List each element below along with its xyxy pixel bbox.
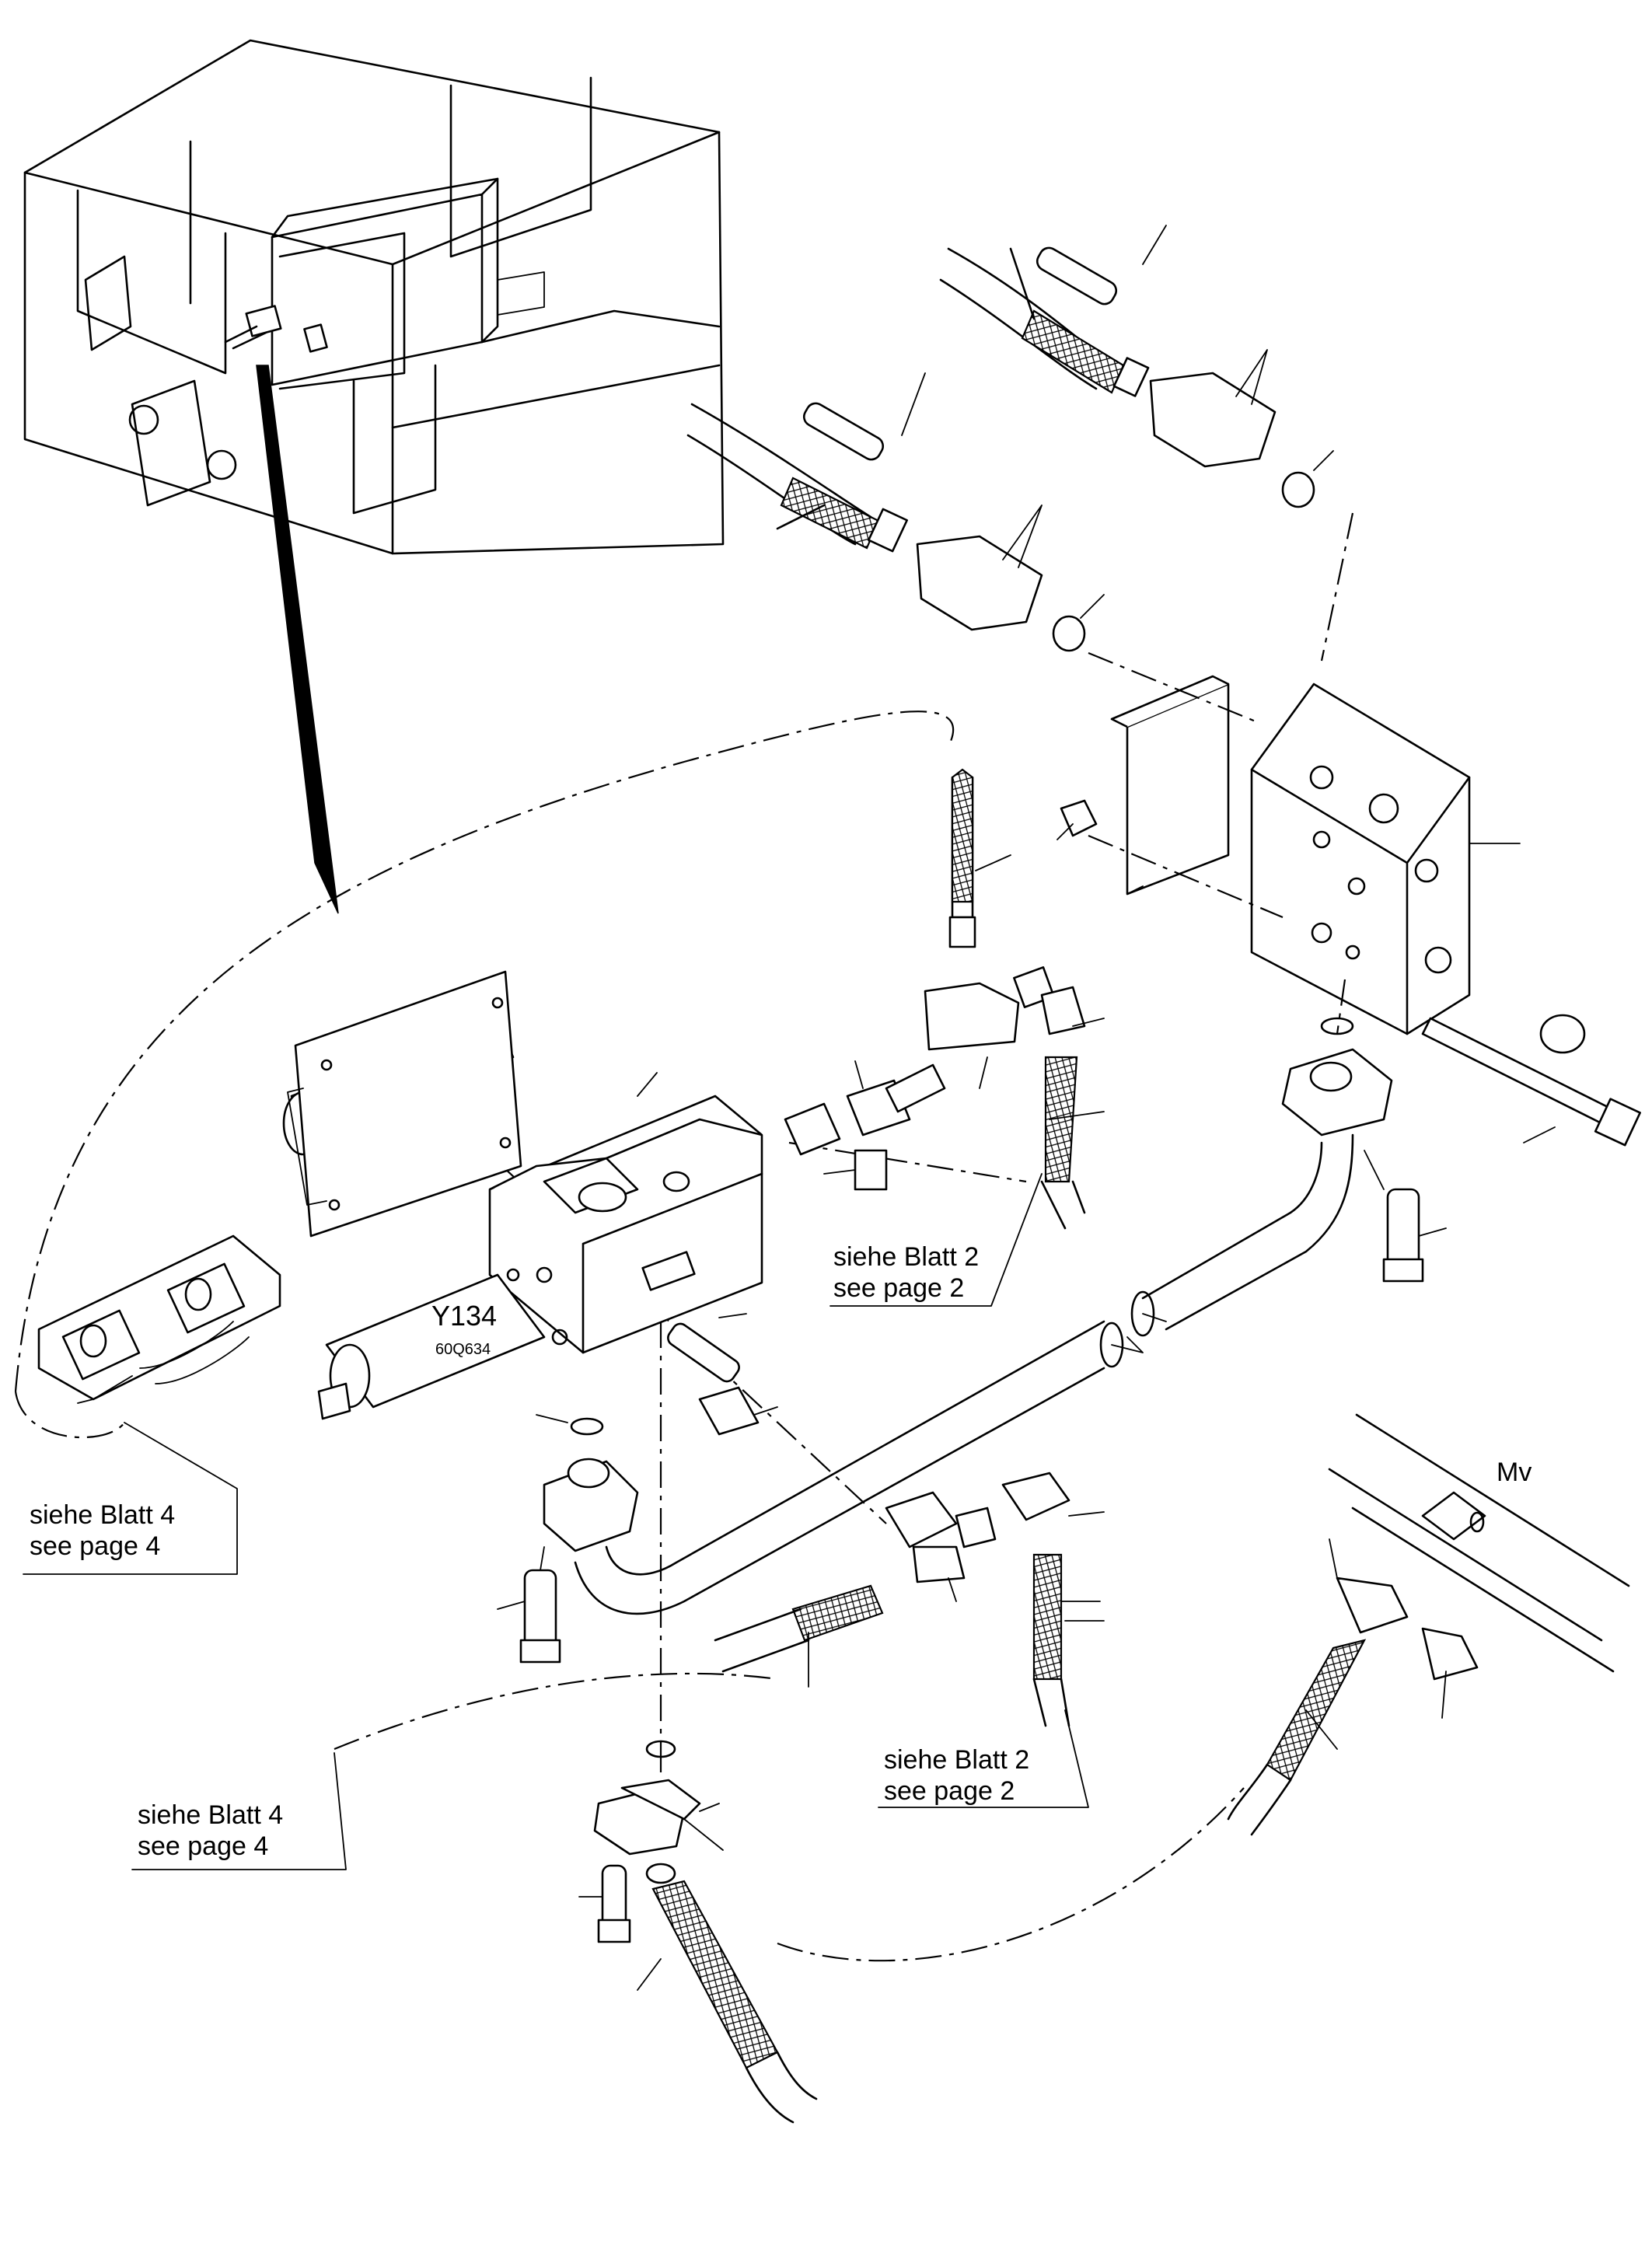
reference-note-4-line1: siehe Blatt 4 bbox=[138, 1800, 283, 1830]
solenoid-pair-assembly bbox=[37, 1234, 281, 1404]
reference-note-4-line2: see page 4 bbox=[138, 1831, 268, 1861]
upper-hose-left bbox=[686, 403, 909, 553]
reference-note-1-line1: siehe Blatt 2 bbox=[833, 1242, 979, 1272]
reference-note-4: siehe Blatt 4 see page 4 bbox=[131, 1752, 347, 1870]
upper-tee-fittings bbox=[784, 768, 1105, 1230]
reference-note-3-line2: see page 2 bbox=[884, 1776, 1015, 1806]
assembly-leader-lines bbox=[14, 512, 1354, 1962]
lower-tee-fittings bbox=[714, 1472, 1105, 1727]
reference-note-2: siehe Blatt 4 see page 4 bbox=[23, 1422, 238, 1575]
upper-hose-right bbox=[939, 247, 1150, 397]
reference-note-3-line1: siehe Blatt 2 bbox=[884, 1745, 1029, 1775]
rigid-pipe bbox=[497, 1017, 1447, 1664]
reference-note-1-line2: see page 2 bbox=[833, 1273, 964, 1303]
reference-note-1: siehe Blatt 2 see page 2 bbox=[829, 1173, 1043, 1307]
lower-flange-hose bbox=[578, 1740, 818, 2124]
upper-split-flanges bbox=[916, 349, 1334, 652]
upper-bolts bbox=[802, 225, 1167, 461]
solenoid-valve-y134: Y134 60Q634 bbox=[282, 970, 763, 1420]
manifold-block bbox=[1057, 675, 1521, 1035]
reference-note-2-line2: see page 4 bbox=[30, 1531, 160, 1561]
valve-id-label: Y134 bbox=[431, 1300, 497, 1332]
machine-cab-overview bbox=[23, 39, 725, 914]
frame-mv: Mv bbox=[1227, 1413, 1630, 1836]
long-bolt bbox=[1421, 1014, 1641, 1147]
frame-mark-label: Mv bbox=[1497, 1458, 1532, 1487]
reference-note-3: siehe Blatt 2 see page 2 bbox=[878, 1709, 1089, 1808]
valve-part-label: 60Q634 bbox=[435, 1341, 491, 1358]
reference-note-2-line1: siehe Blatt 4 bbox=[30, 1500, 175, 1530]
